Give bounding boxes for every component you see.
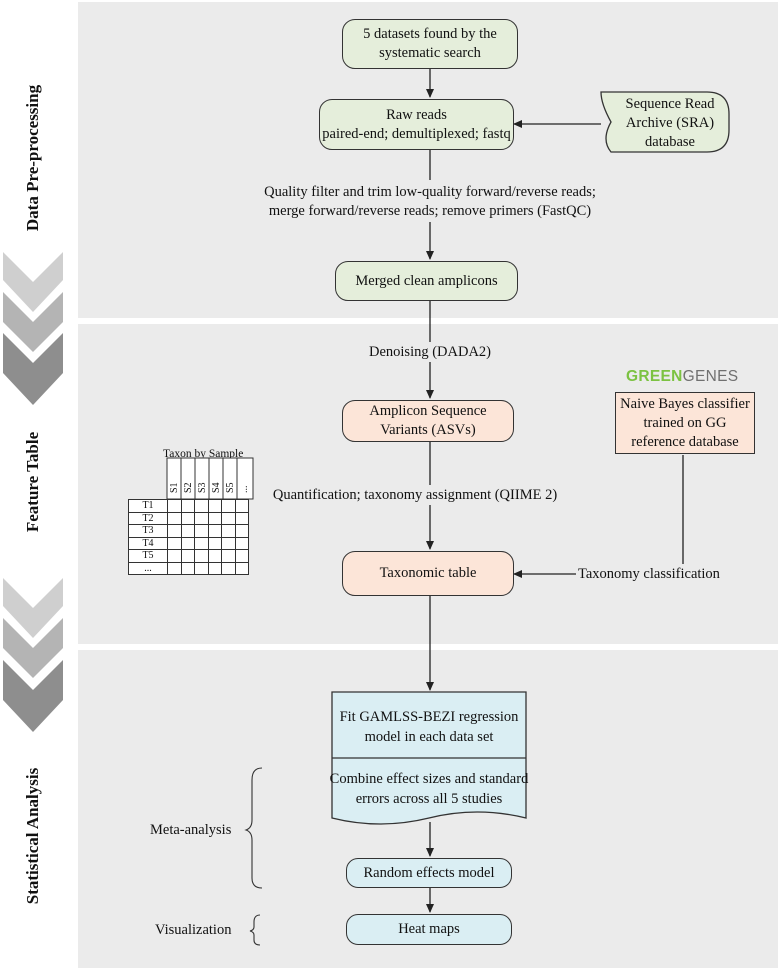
quant-label: Quantification; taxonomy assignment (QII…: [272, 487, 558, 503]
meta-bracket: [244, 767, 263, 889]
side-column: [0, 0, 66, 970]
taxon-col-s5-overlay: S5: [225, 482, 236, 493]
nb-line2: trained on GG: [643, 414, 727, 431]
table-row: T5: [128, 549, 249, 563]
greengenes-logo-part1: GREEN: [626, 368, 683, 385]
taxon-table: T1 T2 T3 T4 T5 ...: [128, 499, 249, 575]
fit-line1: Fit GAMLSS-BEZI regression: [339, 709, 519, 725]
table-row: T3: [128, 524, 249, 538]
taxclass-label: Taxonomy classification: [578, 566, 720, 582]
taxon-row-label: T1: [128, 499, 168, 513]
qc-label-line1: Quality filter and trim low-quality forw…: [264, 184, 596, 200]
asv-node: Amplicon Sequence Variants (ASVs): [342, 400, 514, 442]
raw-reads-node: Raw reads paired-end; demultiplexed; fas…: [319, 99, 514, 150]
sra-line2: Archive (SRA): [625, 115, 715, 131]
greengenes-logo: GREENGENES: [626, 368, 738, 386]
sra-shape: [600, 91, 730, 153]
nb-line3: reference database: [631, 433, 739, 450]
table-row: T4: [128, 536, 249, 550]
table-row: T1: [128, 499, 249, 513]
viz-bracket: [249, 914, 261, 946]
taxon-row-label: T4: [128, 536, 168, 550]
taxon-row-label: T5: [128, 549, 168, 563]
taxon-row-label: ...: [128, 561, 168, 575]
datasets-line2: systematic search: [379, 45, 481, 61]
asv-line1: Amplicon Sequence: [369, 403, 487, 419]
taxon-col-s2-overlay: S2: [183, 482, 194, 493]
merged-label: Merged clean amplicons: [355, 272, 498, 289]
raw-line1: Raw reads: [386, 106, 447, 123]
greengenes-logo-part2: GENES: [682, 368, 739, 385]
chevron-icon-1: [3, 252, 63, 405]
sra-line3: database: [645, 134, 695, 150]
taxon-col-more-overlay: ...: [239, 485, 250, 494]
taxonomic-table-node: Taxonomic table: [342, 551, 514, 596]
taxon-row-label: T3: [128, 524, 168, 538]
sra-line1: Sequence Read: [625, 96, 715, 112]
datasets-node: 5 datasets found by the systematic searc…: [342, 19, 518, 69]
visualization-label: Visualization: [155, 922, 232, 938]
combine-line2: errors across all 5 studies: [355, 791, 503, 807]
combine-line1: Combine effect sizes and standard: [329, 771, 529, 787]
nb-line1: Naive Bayes classifier: [620, 395, 750, 412]
heat-label: Heat maps: [398, 921, 460, 937]
random-label: Random effects model: [363, 864, 495, 881]
meta-analysis-label: Meta-analysis: [150, 822, 232, 838]
taxon-col-s1-overlay: S1: [169, 482, 180, 493]
taxon-col-s3-overlay: S3: [197, 482, 208, 493]
naive-bayes-node: Naive Bayes classifier trained on GG ref…: [615, 392, 755, 454]
qc-label-line2: merge forward/reverse reads; remove prim…: [268, 203, 592, 219]
chevron-icon-2: [3, 578, 63, 732]
random-effects-node: Random effects model: [346, 858, 512, 888]
table-row: ...: [128, 561, 249, 575]
asv-line2: Variants (ASVs): [380, 422, 476, 438]
taxon-row-label: T2: [128, 511, 168, 525]
raw-line2: paired-end; demultiplexed; fastq: [322, 125, 511, 142]
merged-node: Merged clean amplicons: [335, 261, 518, 301]
taxon-table-title: Taxon by Sample: [163, 448, 244, 460]
heat-maps-node: Heat maps: [346, 914, 512, 945]
datasets-line1: 5 datasets found by the: [363, 26, 497, 42]
denoise-label: Denoising (DADA2): [368, 344, 492, 360]
taxon-col-s4-overlay: S4: [211, 482, 222, 493]
fit-line2: model in each data set: [364, 729, 494, 745]
taxonomic-label: Taxonomic table: [379, 565, 477, 581]
table-row: T2: [128, 511, 249, 525]
